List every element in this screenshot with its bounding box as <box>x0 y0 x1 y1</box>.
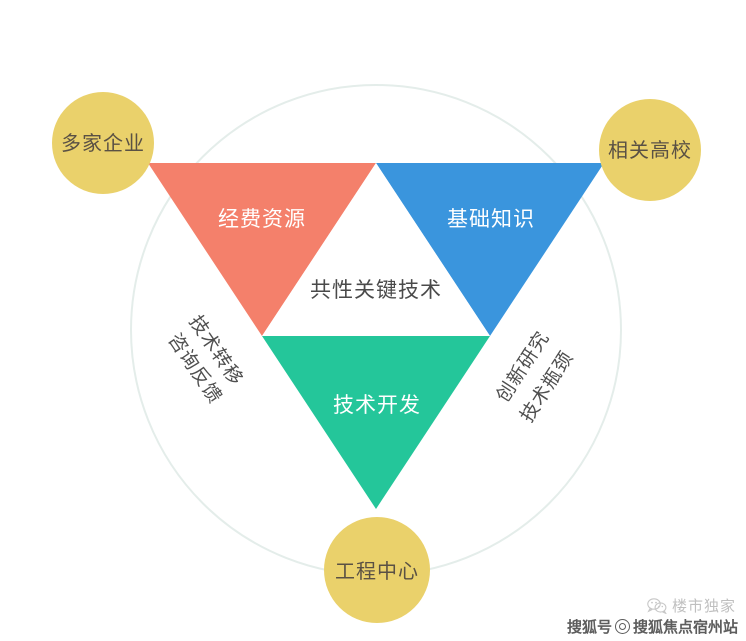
watermark-brand: 楼市独家 <box>671 598 736 615</box>
wechat-icon <box>647 597 667 614</box>
center-label: 共性关键技术 <box>310 279 442 302</box>
at-symbol-icon <box>614 619 630 634</box>
segment-center <box>262 163 490 336</box>
node-universities-circle[interactable] <box>599 99 701 201</box>
watermark-brand-row: 楼市独家 <box>647 595 736 616</box>
node-enterprises-circle[interactable] <box>52 92 154 194</box>
node-engineering-label: 工程中心 <box>335 560 419 583</box>
watermark: 楼市独家 搜狐号 搜狐焦点宿州站 <box>550 595 740 639</box>
segment-funding <box>148 163 376 336</box>
watermark-account: 搜狐号 <box>566 619 612 636</box>
watermark-account-row: 搜狐号 搜狐焦点宿州站 <box>567 616 738 637</box>
watermark-site: 搜狐焦点宿州站 <box>632 619 738 636</box>
segment-knowledge-label: 基础知识 <box>447 208 535 231</box>
segment-knowledge <box>376 163 604 336</box>
node-enterprises-label: 多家企业 <box>61 132 145 155</box>
node-universities-label: 相关高校 <box>608 139 692 162</box>
segment-development-label: 技术开发 <box>333 394 421 417</box>
segment-funding-label: 经费资源 <box>218 208 306 231</box>
segment-development <box>262 336 490 509</box>
node-engineering-circle[interactable] <box>324 517 430 623</box>
